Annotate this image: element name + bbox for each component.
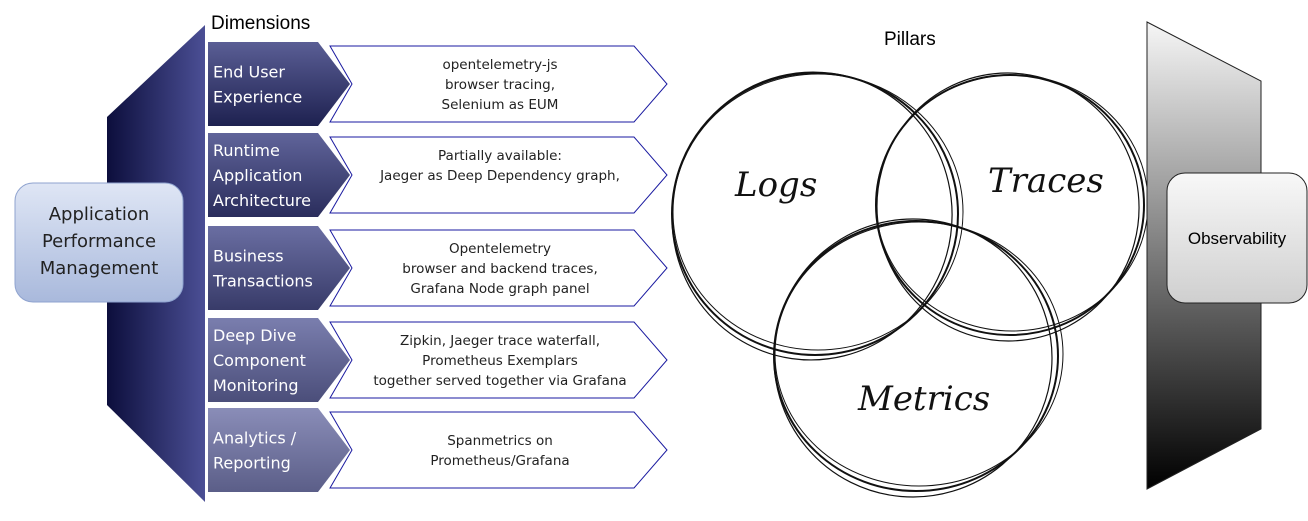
dimension-description-box <box>329 45 668 123</box>
dimension-label: Transactions <box>212 272 313 291</box>
dimension-description: Opentelemetry <box>449 241 551 257</box>
dimension-label: Runtime <box>213 141 280 160</box>
dimension-description-box <box>329 136 668 214</box>
dimension-description: Spanmetrics on <box>447 433 553 449</box>
pillar-traces-label: Traces <box>988 161 1104 201</box>
dimension-label: Monitoring <box>213 376 299 395</box>
dimension-chevron <box>208 226 350 310</box>
dimension-description: browser tracing, <box>445 77 555 93</box>
dimension-description: Grafana Node graph panel <box>410 281 589 297</box>
dimension-description: Jaeger as Deep Dependency graph, <box>379 168 620 184</box>
dimension-label: Component <box>213 351 306 370</box>
dimension-chevron <box>208 408 350 492</box>
apm-label-line: Application <box>49 204 150 225</box>
dimension-description: Prometheus Exemplars <box>422 353 578 369</box>
dimension-label: End User <box>213 63 285 82</box>
dimension-description-box <box>329 229 668 307</box>
dimension-label: Reporting <box>213 454 291 473</box>
dimensions-title: Dimensions <box>211 13 310 34</box>
pillars-venn <box>671 71 1149 498</box>
dimension-label: Deep Dive <box>213 326 296 345</box>
dimension-description: opentelemetry-js <box>442 57 557 73</box>
dimension-label: Analytics / <box>213 429 297 448</box>
apm-box: Application Performance Management <box>14 182 184 303</box>
dimension-label: Application <box>213 166 302 185</box>
dimension-description-box <box>329 321 668 399</box>
dimension-description: together served together via Grafana <box>373 373 626 389</box>
dimension-label: Architecture <box>213 191 311 210</box>
pillar-logs-label: Logs <box>734 165 817 205</box>
logs-circle <box>671 71 964 361</box>
dimension-row: Analytics / Reporting Spanmetrics on Promet… <box>208 408 668 492</box>
dimension-description: browser and backend traces, <box>402 261 598 277</box>
observability-label: Observability <box>1188 229 1287 248</box>
apm-label-line: Performance <box>42 231 156 252</box>
dimension-label: Business <box>213 247 284 266</box>
dimension-chevron <box>208 42 350 126</box>
dimension-description: Zipkin, Jaeger trace waterfall, <box>400 333 600 349</box>
metrics-circle <box>773 218 1064 498</box>
observability-box: Observability <box>1166 172 1308 304</box>
dimension-description: Selenium as EUM <box>442 97 559 113</box>
dimension-description: Partially available: <box>438 148 562 164</box>
dimension-chevron <box>208 318 350 402</box>
dimension-chevron <box>208 133 350 217</box>
dimension-label: Experience <box>213 88 302 107</box>
pillars-title: Pillars <box>884 29 936 50</box>
dimension-description: Prometheus/Grafana <box>430 453 569 469</box>
dimension-description-box <box>329 411 668 489</box>
apm-label-line: Management <box>40 258 159 279</box>
traces-circle <box>875 72 1149 342</box>
pillar-metrics-label: Metrics <box>857 379 990 419</box>
